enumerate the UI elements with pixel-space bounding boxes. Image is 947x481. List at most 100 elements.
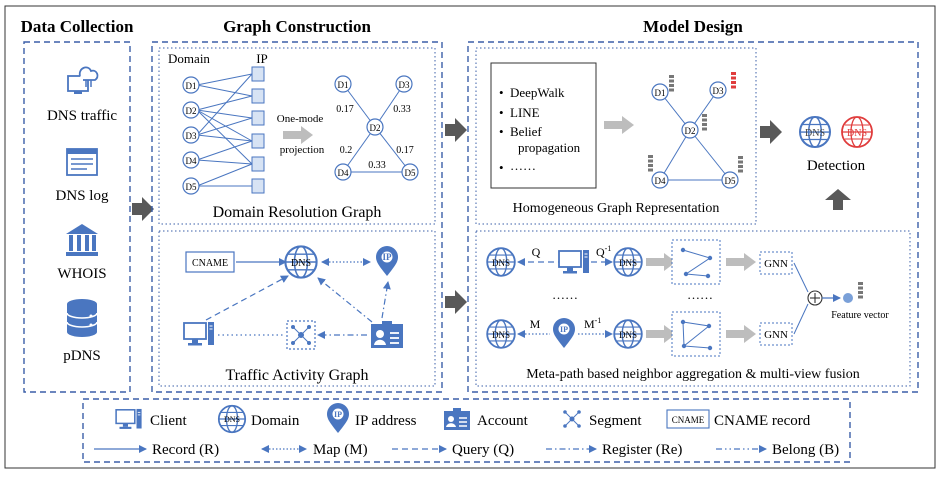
legend-ip-icon: IP (327, 403, 349, 433)
domain-node-d4: D4 (182, 151, 200, 169)
mp-dots-left: …… (552, 287, 578, 302)
detection-benign-dns-icon: DNS (799, 116, 831, 148)
col-domain-label: Domain (168, 51, 210, 66)
arrow-to-detection (760, 120, 782, 144)
mp-row2-m-label: M (530, 317, 541, 331)
mp-row2-dns-left: DNS (486, 319, 516, 349)
section-title-graph-construction: Graph Construction (223, 17, 371, 36)
cname-node: CNAME (185, 251, 235, 273)
mp-row1-arrow-2 (726, 253, 756, 271)
metapath-box (475, 230, 911, 387)
svg-text:D4: D4 (186, 156, 197, 166)
dns-log-icon (66, 148, 98, 176)
hom-node-d1: D1 (651, 75, 674, 101)
svg-text:DNS: DNS (619, 330, 637, 340)
svg-text:D1: D1 (338, 80, 349, 90)
legend-domain-icon: DNS (217, 404, 247, 434)
svg-text:D5: D5 (186, 182, 197, 192)
graph-construction-panel (151, 41, 443, 393)
methods-to-graph-arrow (604, 116, 634, 134)
weight-d4-d2: 0.2 (340, 145, 353, 156)
pdns-icon (66, 299, 98, 337)
domain-resolution-title: Domain Resolution Graph (213, 204, 382, 221)
legend-map: Map (M) (313, 442, 368, 458)
svg-text:D5: D5 (405, 168, 416, 178)
mp-row1-gnn: GNN (759, 251, 793, 275)
legend-record: Record (R) (152, 442, 219, 458)
legend-belong: Belong (B) (772, 442, 839, 458)
traffic-activity-box (158, 230, 436, 387)
projection-arrow (283, 126, 313, 144)
hom-node-d5: D5 (721, 156, 743, 189)
mp-row2-m-inv-label: M-1 (584, 316, 601, 331)
svg-text:DNS: DNS (224, 415, 240, 424)
svg-text:D5: D5 (725, 176, 736, 186)
traffic-dns-node: DNS (284, 245, 318, 279)
projection-label-1: One-mode (277, 113, 324, 125)
svg-text:IP: IP (334, 410, 342, 419)
method-belief: Belief (510, 124, 542, 139)
weight-d4-d5: 0.33 (368, 160, 386, 171)
dns-traffic-icon (67, 66, 99, 94)
svg-text:D4: D4 (338, 168, 349, 178)
mp-row1-subgraph (671, 239, 721, 285)
mp-row2-gnn: GNN (759, 322, 793, 346)
mp-dots-right: …… (687, 287, 713, 302)
methods-list-box (490, 62, 597, 189)
projected-edges (342, 83, 411, 173)
arrow-graph-to-homogeneous (445, 118, 467, 142)
svg-text:IP: IP (383, 252, 393, 262)
svg-text:D3: D3 (713, 86, 724, 96)
mp-row2-subgraph (671, 311, 721, 357)
method-bullet-2: • (499, 105, 504, 120)
projection-label-2: projection (280, 144, 325, 156)
legend-cname-record: CNAME record (714, 413, 811, 429)
legend-client: Client (150, 413, 187, 429)
source-whois: WHOIS (57, 266, 106, 282)
mp-row2-dns-right: DNS (613, 319, 643, 349)
method-propagation: propagation (518, 140, 581, 155)
mp-row1-dns-left: DNS (486, 247, 516, 277)
account-register-ip-edge (381, 281, 391, 319)
section-title-model-design: Model Design (643, 17, 743, 36)
projected-node-d3: D3 (395, 75, 413, 93)
svg-text:GNN: GNN (764, 329, 788, 341)
domain-node-d5: D5 (182, 177, 200, 195)
source-dns-log: DNS log (56, 188, 109, 204)
mp-row2-arrow-2 (726, 325, 756, 343)
svg-text:CNAME: CNAME (672, 415, 705, 425)
fusion-edge-bottom (793, 303, 809, 335)
ip-node-boxes (251, 66, 265, 194)
outer-frame (4, 5, 936, 469)
arrow-collection-to-graph (132, 197, 154, 221)
method-bullet-1: • (499, 85, 504, 100)
svg-text:DNS: DNS (847, 128, 867, 139)
traffic-segment-node (286, 320, 316, 350)
svg-text:DNS: DNS (492, 258, 510, 268)
mp-row1-q-label: Q (532, 245, 541, 259)
source-pdns: pDNS (63, 348, 101, 364)
projected-node-d1: D1 (334, 75, 352, 93)
domain-node-d3: D3 (182, 126, 200, 144)
fusion-plus-icon (807, 290, 823, 306)
account-register-dns-edge (317, 277, 373, 323)
svg-text:IP: IP (560, 325, 568, 334)
svg-text:DNS: DNS (619, 258, 637, 268)
svg-text:D4: D4 (655, 176, 666, 186)
legend-segment-icon (563, 410, 581, 428)
hom-node-d4: D4 (648, 155, 669, 189)
model-design-panel (467, 41, 919, 393)
svg-text:D1: D1 (186, 81, 197, 91)
svg-text:D3: D3 (399, 80, 410, 90)
projected-node-d4: D4 (334, 163, 352, 181)
svg-text:D2: D2 (370, 123, 381, 133)
svg-text:GNN: GNN (764, 258, 788, 270)
domain-node-d2: D2 (182, 101, 200, 119)
weight-d5-d2: 0.17 (396, 145, 414, 156)
detection-label: Detection (807, 158, 866, 174)
arrow-fusion-to-detection (825, 189, 851, 210)
method-ellipsis: …… (510, 158, 536, 173)
arrow-graph-to-metapath (445, 290, 467, 314)
svg-text:D3: D3 (186, 131, 197, 141)
